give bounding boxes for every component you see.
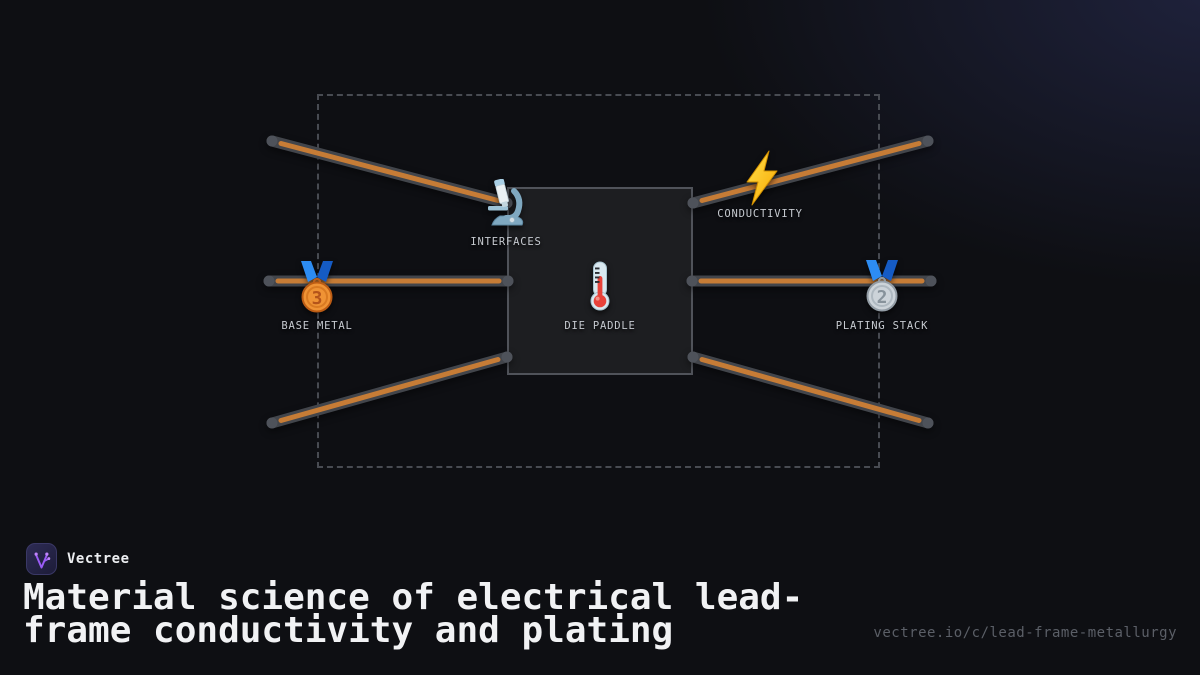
label-conductivity: CONDUCTIVITY bbox=[717, 208, 803, 220]
title-line-2: frame conductivity and plating bbox=[23, 610, 674, 651]
page-url: vectree.io/c/lead-frame-metallurgy bbox=[873, 625, 1177, 641]
label-die-paddle: DIE PADDLE bbox=[564, 320, 636, 332]
title-line-1: Material science of electrical lead- bbox=[23, 577, 804, 618]
page-title: Material science of electrical lead- fra… bbox=[23, 577, 804, 651]
brand-name: Vectree bbox=[67, 551, 130, 567]
silver-medal-number: 2 bbox=[877, 287, 888, 308]
label-interfaces: INTERFACES bbox=[470, 236, 542, 248]
label-base-metal: BASE METAL bbox=[281, 320, 353, 332]
bronze-medal-number: 3 bbox=[312, 288, 323, 309]
label-plating-stack: PLATING STACK bbox=[835, 320, 929, 332]
microscope-icon bbox=[488, 179, 524, 226]
vectree-branch-icon bbox=[34, 552, 51, 569]
lightning-icon bbox=[746, 150, 778, 206]
thermometer-icon bbox=[590, 261, 610, 311]
bronze-medal-icon: 3 bbox=[301, 261, 333, 313]
vectree-logo bbox=[26, 543, 57, 575]
silver-medal-icon: 2 bbox=[866, 260, 898, 312]
